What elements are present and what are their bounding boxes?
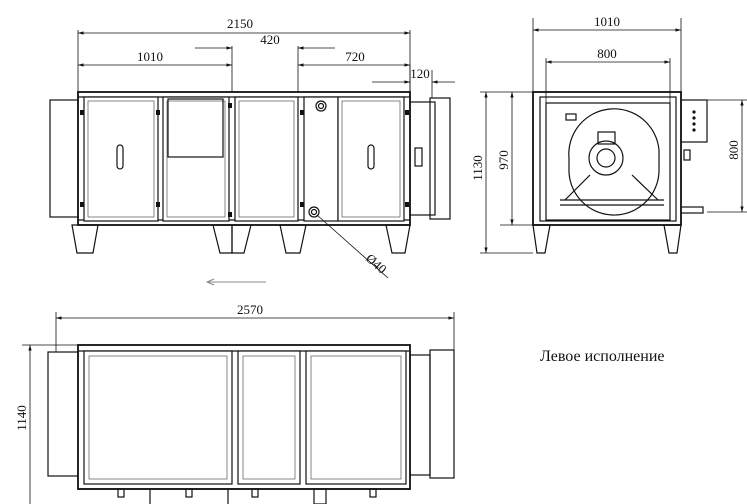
dim-height-total: 1130 [470, 155, 485, 181]
handle-right [367, 144, 375, 170]
side-body [532, 91, 682, 226]
dim-fan-height: 800 [726, 140, 741, 160]
dim-outlet: 120 [410, 66, 430, 81]
side-latch [414, 147, 423, 167]
handle-left [116, 144, 124, 170]
control-box [680, 99, 708, 143]
leg-4 [279, 224, 307, 254]
dim-overall-length: 2150 [227, 16, 253, 31]
dim-section-mid: 420 [260, 32, 280, 47]
drain-leader [316, 214, 389, 279]
side-leg-right [663, 224, 682, 254]
dim-fan-width: 800 [597, 46, 617, 61]
leg-1 [71, 224, 99, 254]
panel-5 [337, 96, 405, 222]
top-view: 2570 1140 [14, 302, 455, 504]
top-panel-3 [305, 350, 407, 485]
top-port [315, 100, 327, 112]
leg-5 [385, 224, 411, 254]
top-panel-1 [83, 350, 233, 485]
dim-top-depth: 1140 [14, 405, 29, 431]
dim-top-length: 2570 [237, 302, 263, 317]
dim-drain: Ø40 [363, 250, 390, 276]
drain-port [308, 206, 320, 218]
top-panel-2 [237, 350, 301, 485]
left-duct-flange [49, 99, 79, 218]
side-view: 1010 800 1130 970 800 [470, 14, 747, 254]
dim-side-width: 1010 [594, 14, 620, 29]
front-view: Ø40 2150 420 1010 720 120 [49, 16, 455, 286]
panel-4 [303, 96, 339, 222]
top-left-flange [47, 351, 79, 477]
side-leg-left [532, 224, 551, 254]
leg-3 [231, 224, 252, 254]
leg-2 [212, 224, 233, 254]
fan-hub [588, 140, 624, 176]
fan-housing [545, 102, 671, 221]
inspection-window [167, 98, 224, 158]
dim-height-body: 970 [496, 150, 511, 170]
top-right-flange [429, 349, 455, 479]
panel-3 [234, 96, 299, 222]
dim-section-left: 1010 [137, 49, 163, 64]
panel-2 [162, 96, 230, 222]
caption-orientation: Левое исполнение [540, 348, 665, 365]
panel-1 [83, 96, 159, 222]
dim-section-right: 720 [345, 49, 365, 64]
